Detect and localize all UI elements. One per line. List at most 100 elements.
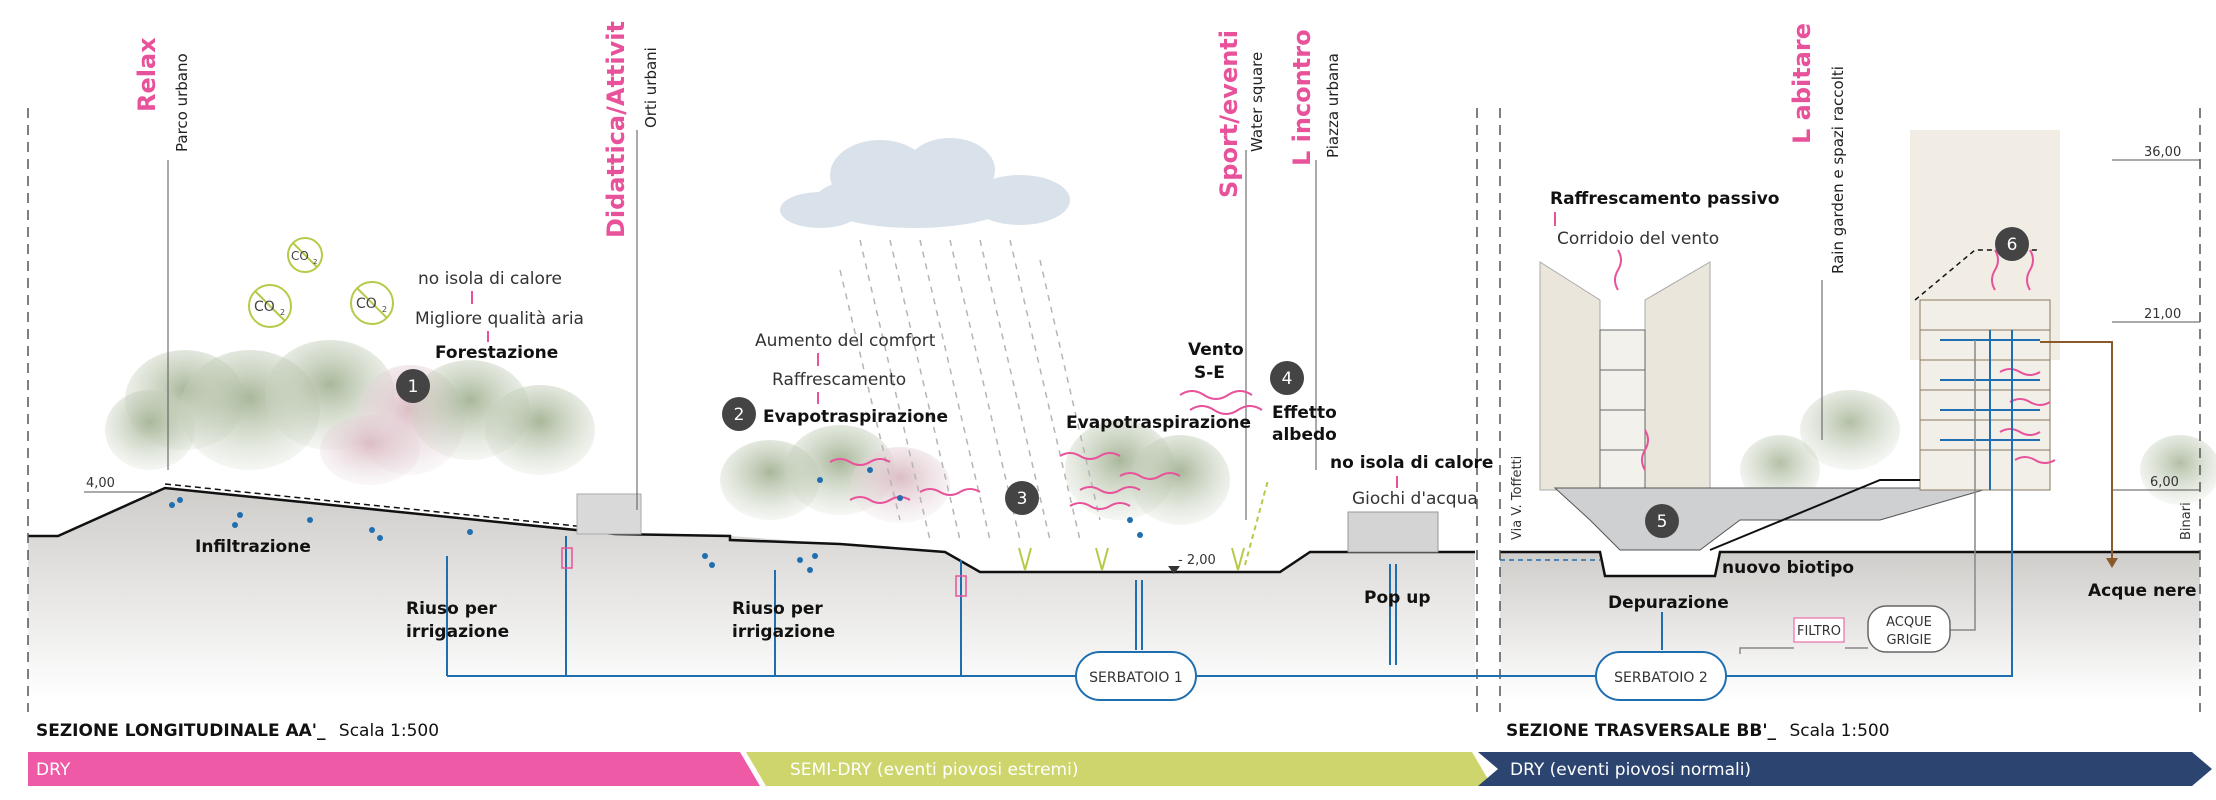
zone-didattica-subtitle: Orti urbani [642,47,660,128]
label-riuso-1b: irrigazione [406,622,509,642]
zone-abitare-title: L abitare [1788,23,1816,144]
zone-incontro-title: L incontro [1288,29,1316,166]
band-dry-label: DRY [36,760,71,780]
label-vento-se: S-E [1194,363,1225,383]
level-minus-200: - 2,00 [1178,553,1216,568]
svg-text:2: 2 [382,305,387,314]
label-riuso-2a: Riuso per [732,599,823,619]
marker-5: 5 [1645,504,1679,538]
level-3600: 36,00 [2144,145,2181,160]
zone-didattica-title: Didattica/Attivit [602,21,630,238]
co2-icon: CO 2 [350,281,394,325]
grey-water-lines [1739,340,1976,654]
label-no-isola-2: no isola di calore [1330,453,1493,473]
svg-text:CO: CO [356,296,377,312]
band-dry [28,752,760,786]
label-raffrescamento: Raffrescamento [772,370,906,390]
building-right-tower [1910,130,2060,491]
zone-relax-title: Relax [133,37,161,112]
svg-text:5: 5 [1657,512,1668,532]
svg-text:GRIGIE: GRIGIE [1886,633,1931,648]
band-dry-normal [1478,752,2212,786]
ramp [1709,479,1920,551]
label-pop-up: Pop up [1364,588,1431,608]
label-corridoio: Corridoio del vento [1557,229,1719,249]
zone-sport-subtitle: Water square [1248,52,1266,152]
zone-abitare-subtitle: Rain garden e spazi raccolti [1829,66,1847,274]
label-acque-nere: Acque nere [2088,581,2197,601]
filtro-box [1793,617,1845,643]
building-left-tower [1539,261,1711,491]
svg-text:2: 2 [313,258,317,266]
cloud-icon [780,138,1070,228]
label-infiltrazione: Infiltrazione [195,537,311,557]
label-no-isola-1: no isola di calore [418,269,562,289]
band-semi-dry [746,752,1492,786]
shed-orti [576,493,642,535]
zone-incontro-subtitle: Piazza urbana [1324,53,1342,158]
svg-text:SERBATOIO 1: SERBATOIO 1 [1089,670,1183,686]
svg-text:4: 4 [1282,369,1293,389]
trees-orti [720,420,1230,525]
svg-text:6: 6 [2007,235,2018,255]
svg-text:2: 2 [280,308,285,317]
label-aumento-comfort: Aumento del comfort [755,331,936,351]
grass-marks [1018,479,1269,571]
level-2100: 21,00 [2144,307,2181,322]
label-via: Via V. Toffetti [1510,456,1525,540]
ground-mass [28,488,1475,700]
label-giochi: Giochi d'acqua [1352,489,1478,509]
section-aa-title: SEZIONE LONGITUDINALE AA'_ Scala 1:500 [36,721,439,741]
co2-icon: CO 2 [287,237,323,273]
svg-text:CO: CO [254,299,275,315]
ground-line-dashed [164,483,616,531]
section-bb-title: SEZIONE TRASVERSALE BB'_ Scala 1:500 [1506,721,1890,741]
acque-grigie-box [1867,605,1951,653]
level-400: 4,00 [86,476,115,491]
svg-text:FILTRO: FILTRO [1797,624,1841,639]
tank-1 [1075,651,1197,701]
marker-3: 3 [1005,481,1039,515]
water-drops [169,467,1143,573]
co2-icon: CO 2 [248,284,292,328]
tank-2 [1595,651,1727,701]
wind-lines [829,249,2056,510]
zone-relax-subtitle: Parco urbano [173,53,191,152]
label-riuso-2b: irrigazione [732,622,835,642]
marker-6: 6 [1995,227,2029,261]
label-vento: Vento [1188,340,1244,360]
label-evapotraspirazione-2: Evapotraspirazione [763,407,948,427]
black-water-line [2040,341,2113,560]
label-raffrescamento-passivo: Raffrescamento passivo [1550,189,1779,209]
svg-text:SERBATOIO 2: SERBATOIO 2 [1614,670,1708,686]
ground-line-right [1500,550,2200,578]
label-riuso-1a: Riuso per [406,599,497,619]
svg-text:ACQUE: ACQUE [1886,615,1932,630]
band-dry-normal-label: DRY (eventi piovosi normali) [1510,760,1751,780]
label-depurazione: Depurazione [1608,593,1729,613]
kiosk-piazza [1347,511,1439,553]
band-semi-dry-label: SEMI-DRY (eventi piovosi estremi) [790,760,1078,780]
trees-parco [105,340,595,485]
label-effetto: Effetto [1272,403,1337,423]
label-nuovo-biotipo: nuovo biotipo [1722,558,1854,578]
ground-line [28,486,1475,574]
svg-text:3: 3 [1017,489,1028,509]
label-migliore-aria: Migliore qualità aria [415,309,584,329]
zone-sport-title: Sport/eventi [1215,30,1243,198]
label-albedo: albedo [1272,425,1337,445]
marker-4: 4 [1270,361,1304,395]
svg-text:1: 1 [408,377,419,397]
label-binari: Binari [2179,502,2194,540]
canopy-roof [1553,487,1991,551]
label-forestazione: Forestazione [435,343,558,363]
svg-text:2: 2 [734,405,745,425]
label-evapotraspirazione-3: Evapotraspirazione [1066,413,1251,433]
svg-text:CO: CO [291,249,309,263]
water-network [446,330,2040,677]
marker-2: 2 [722,397,756,431]
marker-1: 1 [396,369,430,403]
level-600: 6,00 [2150,475,2179,490]
